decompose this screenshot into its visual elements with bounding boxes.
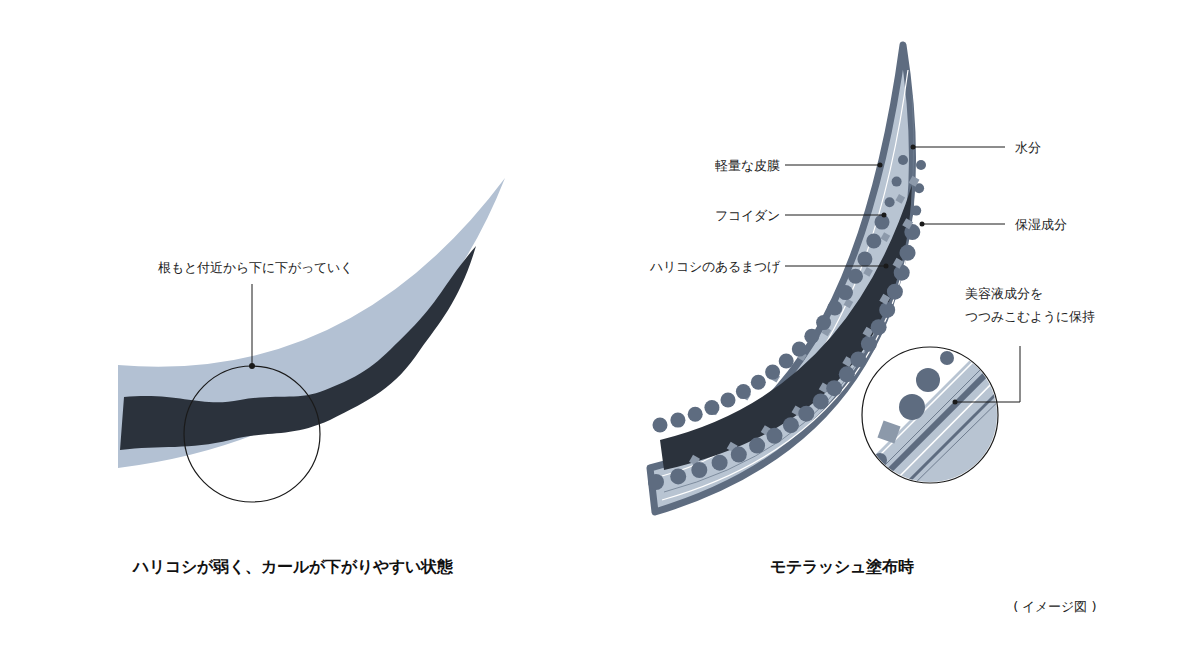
serum-dot <box>892 177 902 187</box>
serum-dot <box>721 393 736 408</box>
serum-dot <box>783 417 799 433</box>
serum-dot <box>866 234 881 249</box>
caption: ハリコシが弱く、カールが下がりやすい状態 <box>133 555 453 579</box>
serum-dot <box>898 155 908 165</box>
serum-dot <box>767 428 783 444</box>
serum-dot <box>751 375 766 390</box>
serum-dot <box>653 418 668 433</box>
serum-dot <box>731 447 747 463</box>
callout-label: 軽量な皮膜 <box>715 156 780 176</box>
serum-dot <box>670 413 685 428</box>
serum-dot <box>839 366 855 382</box>
serum-dot <box>885 197 895 207</box>
serum-dot <box>816 315 831 330</box>
serum-dot <box>670 468 686 484</box>
coated-lash <box>648 45 1020 520</box>
serum-dot <box>691 462 707 478</box>
serum-dot <box>879 302 895 318</box>
serum-diamond <box>909 176 920 187</box>
serum-dot <box>648 474 664 490</box>
serum-dot <box>749 438 765 454</box>
serum-dot <box>813 393 829 409</box>
serum-dot <box>857 252 872 267</box>
serum-dot <box>712 455 728 471</box>
serum-diamond <box>902 218 913 229</box>
serum-dot <box>848 269 863 284</box>
weak-lash <box>118 178 505 502</box>
serum-dot <box>871 319 887 335</box>
callout-label: ハリコシのあるまつげ <box>650 257 780 277</box>
serum-dot <box>894 265 910 281</box>
serum-dot <box>736 384 751 399</box>
callout-label: 根もと付近から下に下がっていく <box>158 258 353 278</box>
serum-diamond <box>881 232 891 242</box>
serum-dot <box>765 365 780 380</box>
serum-dot <box>900 245 916 261</box>
serum-dot <box>804 329 819 344</box>
serum-dot <box>875 215 890 230</box>
serum-dot <box>688 407 703 422</box>
note: ( イメージ図 ) <box>1013 597 1096 617</box>
serum-dot <box>887 284 903 300</box>
serum-diamond <box>863 267 873 277</box>
serum-dot <box>826 380 842 396</box>
serum-dot <box>827 301 842 316</box>
serum-dot <box>838 285 853 300</box>
serum-diamond <box>896 194 906 204</box>
callout-label: 保湿成分 <box>1015 215 1067 235</box>
callout-label: フコイダン <box>715 206 780 226</box>
callout-label: 水分 <box>1015 138 1041 158</box>
callout-label: 美容液成分を つつみこむように保持 <box>965 283 1115 329</box>
serum-dot <box>916 160 926 170</box>
serum-dot <box>911 206 921 216</box>
serum-diamond <box>893 258 904 269</box>
serum-dot <box>861 336 877 352</box>
serum-dot <box>792 342 807 357</box>
serum-dot <box>850 351 866 367</box>
serum-dot <box>798 406 814 422</box>
serum-dot <box>704 400 719 415</box>
serum-dot <box>779 354 794 369</box>
caption: モテラッシュ塗布時 <box>770 555 914 579</box>
